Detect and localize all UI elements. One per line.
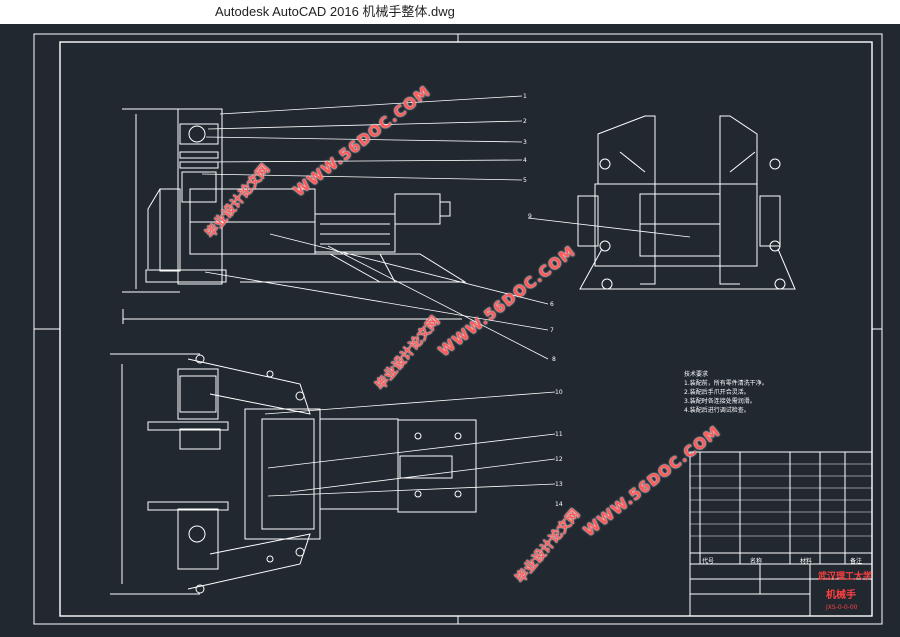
balloon-6: 6 <box>550 301 554 308</box>
balloon-11: 11 <box>555 431 563 438</box>
balloon-4: 4 <box>523 157 527 164</box>
leader-lines <box>201 95 691 497</box>
top-view <box>110 353 477 595</box>
bom-header-name: 名称 <box>750 558 763 565</box>
title-bar: Autodesk AutoCAD 2016 机械手整体.dwg <box>0 0 900 24</box>
window-title: Autodesk AutoCAD 2016 机械手整体.dwg <box>215 4 455 19</box>
side-view <box>577 115 796 290</box>
drawing-canvas[interactable]: 1 2 3 4 5 6 7 8 9 10 11 12 13 14 技术要求 1.… <box>0 24 900 637</box>
title-block <box>689 451 873 617</box>
balloon-7: 7 <box>550 327 554 334</box>
note-4: 4.装配后进行调试检查。 <box>684 407 750 414</box>
bom-header-code: 代号 <box>702 558 715 565</box>
cad-drawing: 1 2 3 4 5 6 7 8 9 10 11 12 13 14 <box>33 33 883 625</box>
balloon-5: 5 <box>523 177 527 184</box>
school-name: 武汉理工大学 <box>818 572 873 582</box>
balloon-14: 14 <box>555 501 563 508</box>
notes-title: 技术要求 <box>684 371 709 378</box>
bom-header-material: 材料 <box>800 558 813 565</box>
balloon-10: 10 <box>555 389 563 396</box>
balloon-8: 8 <box>552 356 556 363</box>
bom-header-remark: 备注 <box>850 558 863 565</box>
technical-notes: 技术要求 1.装配前，所有零件清洗干净。 2.装配后手爪开合灵活。 3.装配时各… <box>684 370 768 415</box>
balloon-9: 9 <box>528 213 532 220</box>
drawing-name: 机械手 <box>826 590 856 601</box>
front-view <box>122 108 467 324</box>
balloon-1: 1 <box>523 93 527 100</box>
note-1: 1.装配前，所有零件清洗干净。 <box>684 380 768 387</box>
drawing-number: JXS-0-0-00 <box>826 604 858 611</box>
balloon-13: 13 <box>555 481 563 488</box>
balloon-3: 3 <box>523 139 527 146</box>
note-2: 2.装配后手爪开合灵活。 <box>684 389 750 396</box>
balloon-2: 2 <box>523 118 527 125</box>
balloon-12: 12 <box>555 456 563 463</box>
balloon-labels: 1 2 3 4 5 6 7 8 9 10 11 12 13 14 <box>523 93 563 508</box>
note-3: 3.装配时各连接处需润滑。 <box>684 398 756 405</box>
